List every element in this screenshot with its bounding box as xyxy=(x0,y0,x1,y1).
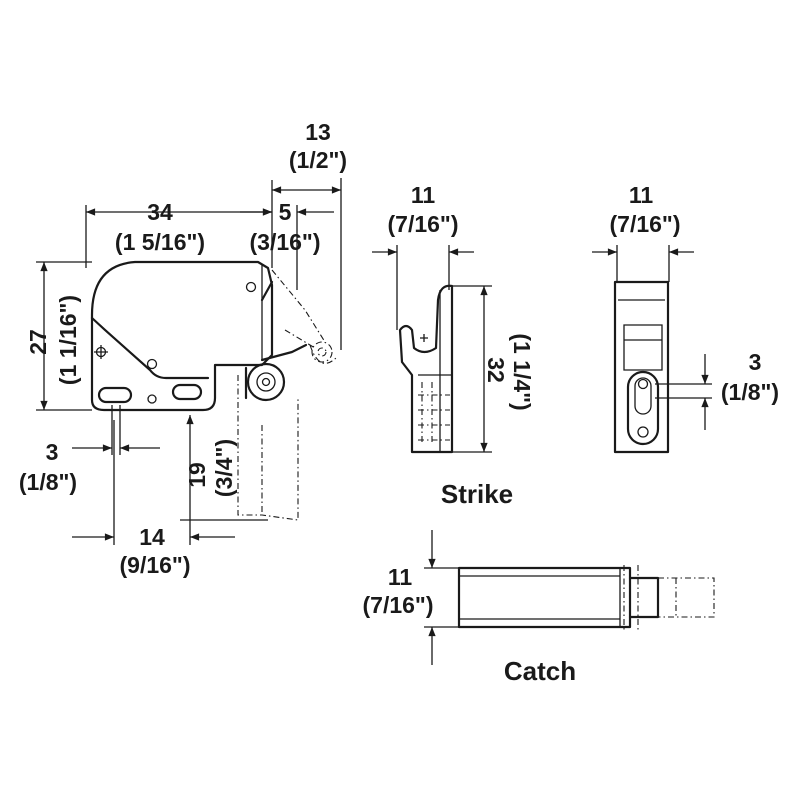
latch-body-view xyxy=(90,260,339,521)
side-view: 11 (7/16") 3 (1/8") xyxy=(592,182,779,454)
catch-view: 11 (7/16") Catch xyxy=(363,530,715,686)
dim-34-in: (1 5/16") xyxy=(115,229,205,255)
side-width-in: (7/16") xyxy=(610,211,681,237)
slot-mm: 3 xyxy=(749,349,762,375)
strike-height-mm: 32 xyxy=(483,357,509,383)
dim-14-in: (9/16") xyxy=(120,552,191,578)
dim-3-left-in: (1/8") xyxy=(19,469,77,495)
dim-13-in: (1/2") xyxy=(289,147,347,173)
dimension-5: 5 (3/16") xyxy=(240,199,334,290)
dim-3-left-mm: 3 xyxy=(46,439,59,465)
dim-5-mm: 5 xyxy=(279,199,292,225)
dimension-19: 19 (3/4") xyxy=(180,414,268,521)
dim-14-mm: 14 xyxy=(139,524,165,550)
dim-34-mm: 34 xyxy=(147,199,173,225)
strike-height-in: (1 1/4") xyxy=(509,333,535,410)
dimension-3-left: 3 (1/8") xyxy=(19,405,160,495)
dim-27-in: (1 1/16") xyxy=(55,295,81,385)
slot-in: (1/8") xyxy=(721,379,779,405)
dim-13-mm: 13 xyxy=(305,119,331,145)
strike-width-mm: 11 xyxy=(411,182,436,208)
dimension-13: 13 (1/2") xyxy=(271,119,347,350)
catch-height-mm: 11 xyxy=(388,564,413,590)
dim-19-mm: 19 xyxy=(184,462,210,488)
strike-label: Strike xyxy=(441,479,513,509)
catch-label: Catch xyxy=(504,656,576,686)
catch-height-in: (7/16") xyxy=(363,592,434,618)
dimension-14: 14 (9/16") xyxy=(72,420,235,578)
side-width-mm: 11 xyxy=(629,182,654,208)
dim-19-in: (3/4") xyxy=(211,439,237,497)
dimension-27: 27 (1 1/16") xyxy=(25,261,92,411)
dim-27-mm: 27 xyxy=(25,329,51,355)
dim-5-in: (3/16") xyxy=(250,229,321,255)
strike-width-in: (7/16") xyxy=(388,211,459,237)
dimension-34: 34 (1 5/16") xyxy=(85,199,273,268)
strike-view: 11 (7/16") 32 (1 1/4") Strike xyxy=(372,182,535,509)
